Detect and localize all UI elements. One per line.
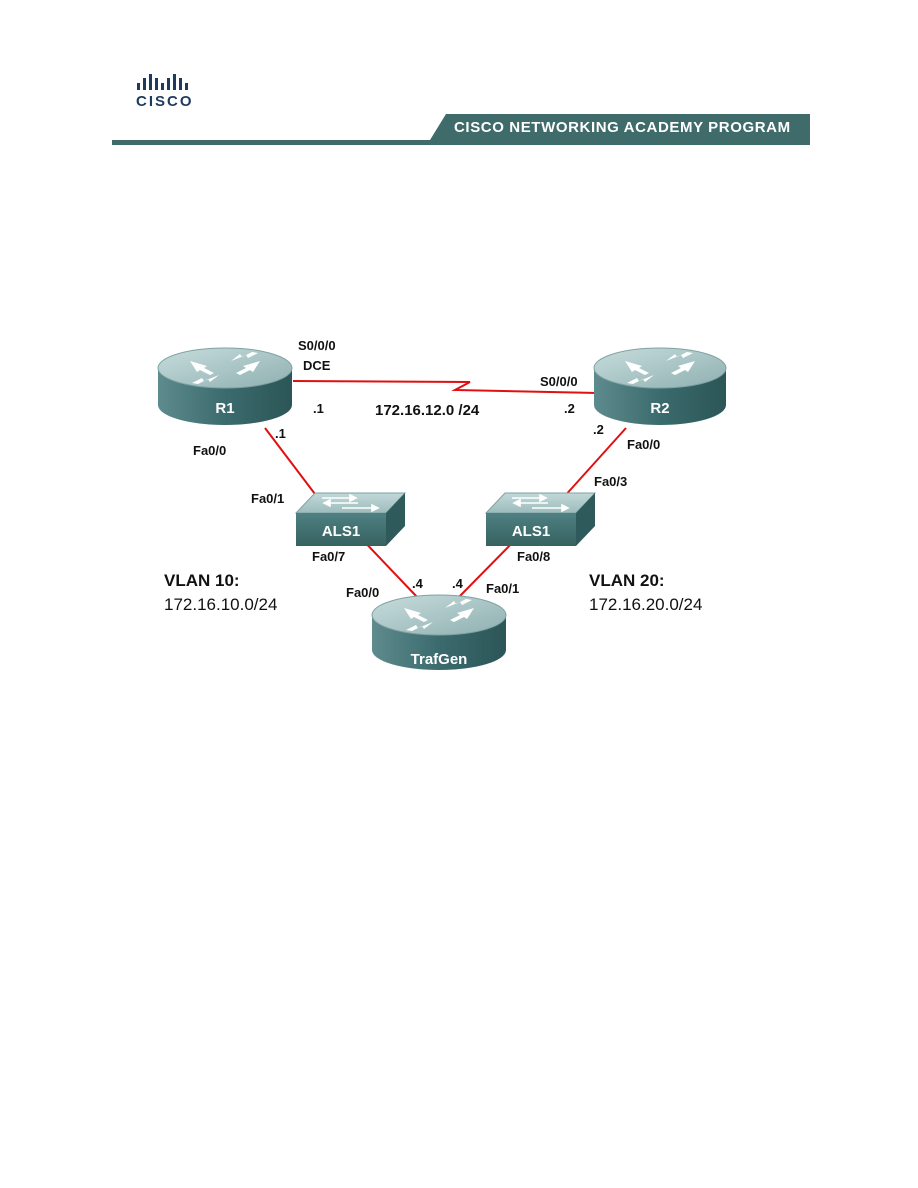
r2-fa-interface-label: Fa0/0: [627, 437, 660, 452]
header-banner: CISCO NETWORKING ACADEMY PROGRAM: [112, 114, 810, 145]
switch-arrows-icon: [322, 493, 380, 513]
als1-left-up-interface-label: Fa0/1: [251, 491, 284, 506]
device-label-als1-left: ALS1: [322, 523, 360, 540]
link-r1-als1-left: [264, 427, 319, 499]
r2-serial-interface-label: S0/0/0: [540, 374, 578, 389]
trafgen-fa00-ip-label: .4: [412, 576, 424, 591]
logo-text: CISCO: [136, 93, 194, 110]
r1-fa-interface-label: Fa0/0: [193, 443, 226, 458]
r1-dce-label: DCE: [303, 358, 331, 373]
link-r2-als1-right: [562, 427, 627, 499]
serial-link: [292, 380, 599, 394]
router-arrows-icon: [404, 599, 474, 631]
r2-fa-ip-label: .2: [593, 422, 604, 437]
device-label-r2: R2: [650, 400, 669, 417]
vlan10-title: VLAN 10:: [164, 571, 240, 590]
router-arrows-icon: [625, 352, 695, 384]
als1-right-up-interface-label: Fa0/3: [594, 474, 627, 489]
switch-als1-right[interactable]: ALS1: [484, 492, 597, 546]
vlan20-network: 172.16.20.0/24: [589, 595, 702, 614]
router-arrows-icon: [190, 352, 260, 384]
router-trafgen[interactable]: TrafGen: [371, 594, 507, 670]
vlan-10-label: VLAN 10: 172.16.10.0/24: [164, 571, 277, 614]
links: [264, 380, 627, 599]
banner-rule: [112, 140, 810, 145]
cisco-bars-icon: [137, 74, 188, 90]
vlan-20-label: VLAN 20: 172.16.20.0/24: [589, 571, 702, 614]
vlan20-title: VLAN 20:: [589, 571, 665, 590]
vlan10-network: 172.16.10.0/24: [164, 595, 277, 614]
trafgen-fa01-ip-label: .4: [452, 576, 464, 591]
program-title: CISCO NETWORKING ACADEMY PROGRAM: [454, 119, 791, 136]
banner-tab: [430, 114, 810, 140]
r1-fa-ip-label: .1: [275, 426, 286, 441]
device-label-r1: R1: [215, 400, 234, 417]
device-label-trafgen: TrafGen: [411, 651, 468, 668]
r2-serial-ip-label: .2: [564, 401, 575, 416]
als1-left-down-interface-label: Fa0/7: [312, 549, 345, 564]
router-r1[interactable]: R1: [157, 347, 293, 425]
interface-labels: S0/0/0 DCE .1 172.16.12.0 /24 .2 S0/0/0 …: [193, 338, 660, 600]
switch-arrows-icon: [512, 493, 570, 513]
r1-serial-ip-label: .1: [313, 401, 324, 416]
cisco-logo: CISCO: [136, 74, 194, 110]
r1-serial-interface-label: S0/0/0: [298, 338, 336, 353]
router-r2[interactable]: R2: [593, 347, 727, 425]
switch-als1-left[interactable]: ALS1: [294, 492, 407, 546]
serial-network-label: 172.16.12.0 /24: [375, 402, 480, 419]
als1-right-down-interface-label: Fa0/8: [517, 549, 550, 564]
trafgen-fa00-interface-label: Fa0/0: [346, 585, 379, 600]
trafgen-fa01-interface-label: Fa0/1: [486, 581, 519, 596]
device-label-als1-right: ALS1: [512, 523, 550, 540]
